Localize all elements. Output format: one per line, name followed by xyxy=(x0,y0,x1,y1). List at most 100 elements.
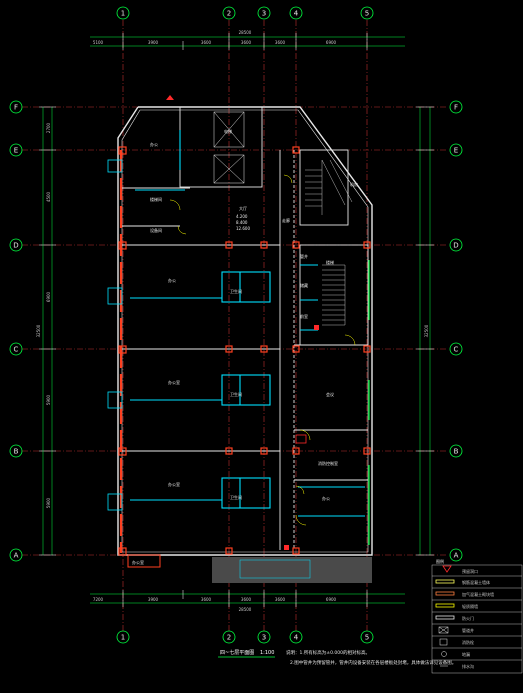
axis-bubble-labels: 1 2 3 4 5 1 2 3 4 5 F E D C B A F E D C … xyxy=(13,10,458,642)
axis-top-3: 3 xyxy=(262,10,266,18)
level-mark-3: 12.600 xyxy=(236,226,250,231)
dim-left-2: 4500 xyxy=(46,191,51,202)
room-label-toilet-1: 卫生间 xyxy=(230,288,242,294)
dim-bottom-2: 3900 xyxy=(148,597,159,602)
legend-item-9: 排水沟 xyxy=(462,663,474,669)
dim-left-1: 2700 xyxy=(46,122,51,133)
dim-top-total: 28500 xyxy=(239,30,252,35)
room-label-office: 办公 xyxy=(168,277,176,283)
room-label-fire-room: 消防控制室 xyxy=(318,460,338,466)
toilet-partitions xyxy=(130,130,365,517)
bottom-hatch-area xyxy=(127,554,372,583)
room-label-office-a: 办公室 xyxy=(132,559,144,565)
room-label-hall: 大厅 xyxy=(239,205,247,211)
axis-right-B: B xyxy=(454,448,459,456)
legend-item-1: 预留洞口 xyxy=(462,568,478,574)
drawing-note-2: 2.图中管井为预留管井，管井内设备安装在各层楼板处封堵，具体做法详见设备图。 xyxy=(290,659,456,666)
dim-bottom-total: 28500 xyxy=(239,607,252,612)
dim-bottom-5: 3600 xyxy=(275,597,286,602)
axis-right-D: D xyxy=(453,242,458,250)
dim-top-6: 6900 xyxy=(326,40,337,45)
room-label-lobby: 前室 xyxy=(300,313,308,319)
dim-top-1: 5100 xyxy=(93,40,104,45)
level-marks: 4.200 8.400 12.600 xyxy=(236,214,250,231)
elevator-shafts xyxy=(213,111,245,184)
axis-left-C: C xyxy=(14,346,19,354)
axis-bottom-1: 1 xyxy=(121,634,125,642)
level-mark-1: 4.200 xyxy=(236,214,248,219)
dim-bottom-6: 6900 xyxy=(326,597,337,602)
interior-walls xyxy=(122,106,369,550)
room-label-corridor: 走廊 xyxy=(282,217,290,223)
axis-right-A: A xyxy=(454,552,459,560)
room-label-shaft: 管井 xyxy=(300,253,308,259)
room-label-elevator: 电梯 xyxy=(224,128,232,134)
stair-treads xyxy=(305,159,353,326)
legend: 图例 预留洞口 钢筋混凝土墙体 加气混凝土砌块墙 轻质隔墙 防火门 管道井 消防… xyxy=(431,558,523,674)
axis-right-E: E xyxy=(454,147,458,155)
axis-bottom-5: 5 xyxy=(365,634,369,642)
axis-top-2: 2 xyxy=(227,10,231,18)
room-label-equipment: 设备间 xyxy=(150,227,162,233)
axis-right-C: C xyxy=(454,346,459,354)
drawing-scale: 1:100 xyxy=(260,650,274,656)
legend-triangle-icon xyxy=(442,565,452,573)
dim-top-4: 3600 xyxy=(241,40,252,45)
red-markers xyxy=(166,95,319,550)
legend-item-2: 钢筋混凝土墙体 xyxy=(462,579,490,585)
dim-bottom-1: 7200 xyxy=(93,597,104,602)
room-label-office-b: 办公室 xyxy=(168,481,180,487)
dim-left-3: 6900 xyxy=(46,291,51,302)
axis-top-4: 4 xyxy=(294,10,299,18)
legend-item-5: 防火门 xyxy=(462,615,474,621)
legend-item-4: 轻质隔墙 xyxy=(462,603,478,609)
room-label-toilet-2: 卫生间 xyxy=(230,391,242,397)
dim-bottom-3: 3600 xyxy=(201,597,212,602)
axis-bottom-2: 2 xyxy=(227,634,231,642)
room-label-mech: 机房 xyxy=(350,181,358,187)
dim-top-5: 3600 xyxy=(275,40,286,45)
axis-right-F: F xyxy=(454,104,458,112)
axis-left-E: E xyxy=(14,147,18,155)
structural-columns xyxy=(118,146,371,556)
room-label-toilet-3: 卫生间 xyxy=(230,494,242,500)
legend-item-7: 消防栓 xyxy=(462,639,474,645)
legend-title: 图例 xyxy=(436,558,444,564)
drawing-title-block: 四~七层平面图 1:100 说明：1.所有标高为±0.000的相对标高。 2.图… xyxy=(218,649,456,666)
room-labels: 办公 楼梯间 设备间 大厅 办公 卫生间 办公室 卫生间 办公室 卫生间 走廊 … xyxy=(132,128,358,565)
room-label-meeting: 会议 xyxy=(326,391,334,397)
room-label-office-right: 办公 xyxy=(322,495,330,501)
dim-left-4: 5900 xyxy=(46,394,51,405)
legend-item-8: 地漏 xyxy=(462,651,470,657)
room-label-office-e: 办公 xyxy=(150,141,158,147)
axis-left-F: F xyxy=(14,104,18,112)
dim-top-2: 3900 xyxy=(148,40,159,45)
dim-left-5: 5900 xyxy=(46,497,51,508)
axis-left-A: A xyxy=(14,552,19,560)
dimension-lines xyxy=(39,33,434,607)
dimension-texts: 28500 5100 3900 3600 3600 3600 6900 7200… xyxy=(36,30,429,612)
dim-top-3: 3600 xyxy=(201,40,212,45)
axis-top-5: 5 xyxy=(365,10,369,18)
axis-left-D: D xyxy=(13,242,18,250)
room-label-office-c: 办公室 xyxy=(168,379,180,385)
building-outline xyxy=(117,106,373,556)
axis-bottom-3: 3 xyxy=(262,634,266,642)
window-units xyxy=(107,159,123,511)
axis-bubbles xyxy=(9,6,463,644)
room-label-storage: 储藏 xyxy=(300,282,308,288)
dim-right-total: 32500 xyxy=(424,324,429,337)
dim-bottom-4: 3600 xyxy=(241,597,252,602)
legend-item-3: 加气混凝土砌块墙 xyxy=(462,591,494,597)
axis-top-1: 1 xyxy=(121,10,125,18)
dim-left-total: 32500 xyxy=(36,324,41,337)
drawing-title: 四~七层平面图 xyxy=(220,649,254,656)
room-label-stair: 楼梯 xyxy=(326,259,334,265)
level-mark-2: 8.400 xyxy=(236,220,248,225)
room-label-stair-room: 楼梯间 xyxy=(150,196,162,202)
door-swings xyxy=(169,174,356,526)
legend-item-6: 管道井 xyxy=(462,627,474,633)
axis-bottom-4: 4 xyxy=(294,634,299,642)
drawing-note-1: 说明：1.所有标高为±0.000的相对标高。 xyxy=(286,649,370,656)
